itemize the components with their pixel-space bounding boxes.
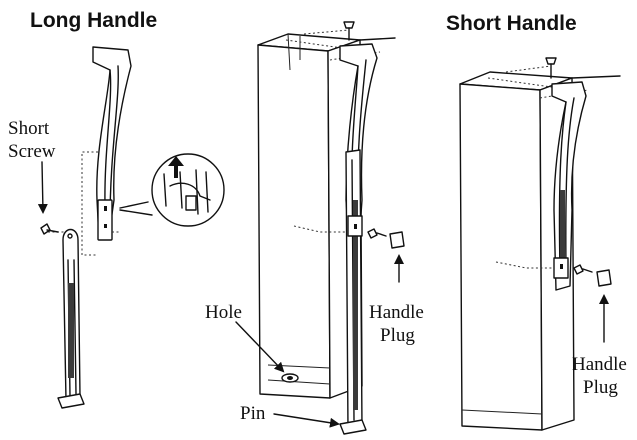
short-screw-icon bbox=[40, 223, 59, 235]
right-screw-icon bbox=[573, 264, 593, 275]
short-screw-label-line1: Short bbox=[8, 118, 50, 139]
center-handle-plug-icon bbox=[389, 231, 405, 249]
pin-label: Pin bbox=[240, 403, 266, 424]
long-handle-upper-part bbox=[92, 46, 132, 241]
center-door-panel bbox=[257, 33, 396, 399]
long-handle-heading: Long Handle bbox=[30, 9, 157, 32]
pin-arrow bbox=[273, 413, 340, 428]
right-handle-plug-label-line2: Plug bbox=[583, 377, 618, 398]
detail-callout bbox=[119, 153, 225, 227]
hole-label: Hole bbox=[205, 302, 242, 323]
short-handle-heading: Short Handle bbox=[446, 12, 577, 35]
center-handle-plug-label-line1: Handle bbox=[369, 302, 424, 323]
center-handle-plug-label-line2: Plug bbox=[380, 325, 415, 346]
long-handle-lower-extension bbox=[57, 228, 85, 409]
short-handle bbox=[551, 81, 587, 291]
short-screw-arrow bbox=[37, 161, 48, 214]
right-handle-plug-label-line1: Handle bbox=[572, 354, 627, 375]
hole-arrow bbox=[235, 321, 285, 373]
center-screw-icon bbox=[367, 228, 387, 239]
center-handle bbox=[339, 43, 378, 435]
hole-pin-detail bbox=[281, 373, 299, 383]
right-handle-plug-icon bbox=[596, 269, 612, 287]
short-screw-label-line2: Screw bbox=[8, 141, 56, 162]
right-guide-line bbox=[495, 261, 554, 269]
